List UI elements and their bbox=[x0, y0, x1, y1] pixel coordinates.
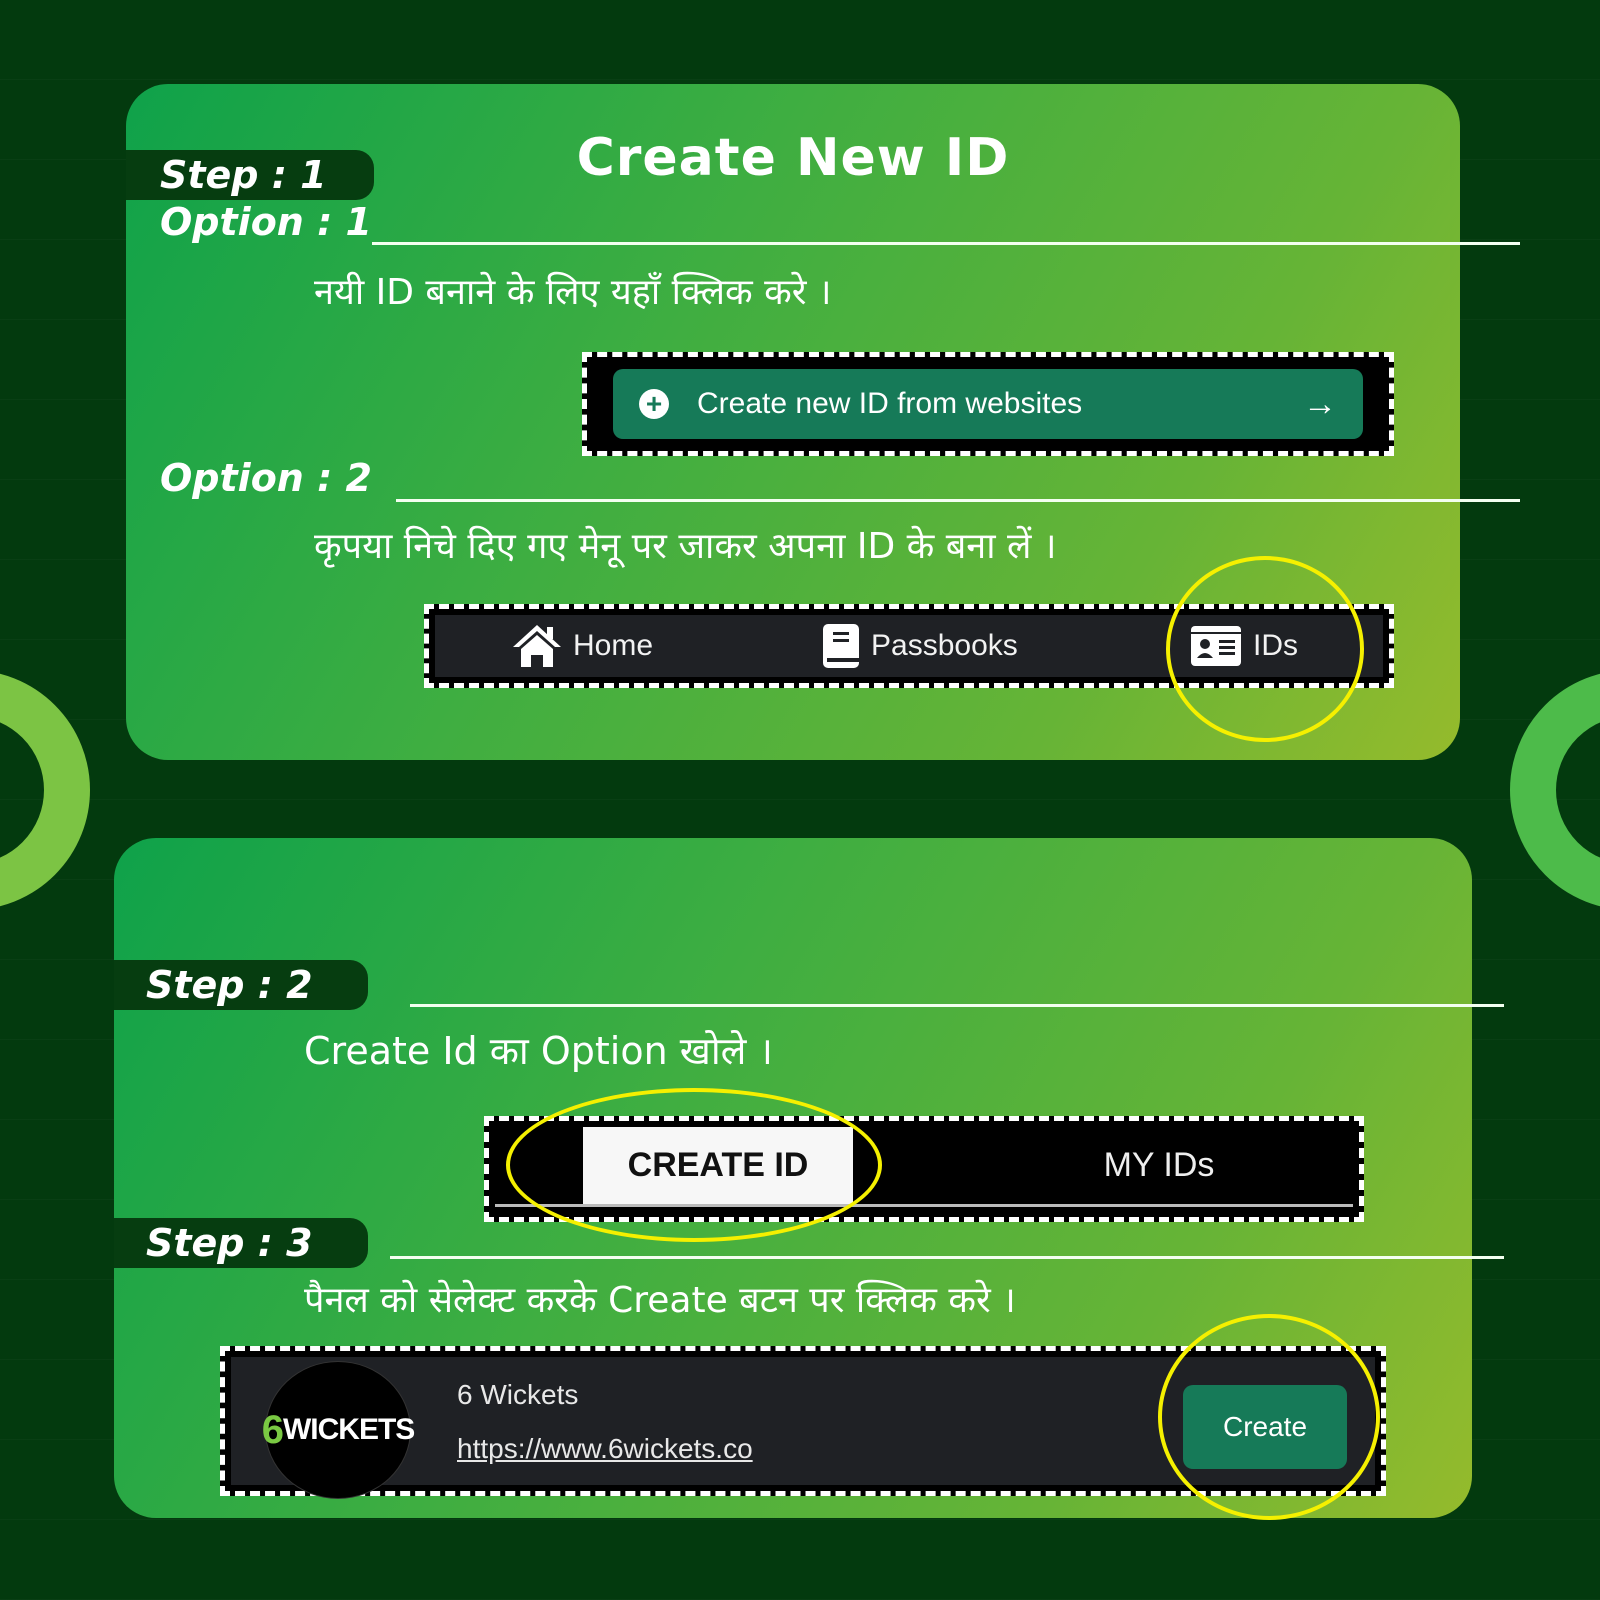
step2-instruction: Create Id का Option खोले । bbox=[304, 1029, 773, 1073]
tab-my-ids[interactable]: MY IDs bbox=[1103, 1146, 1215, 1184]
step1-pill: Step : 1 bbox=[126, 150, 374, 200]
nav-label-home: Home bbox=[573, 629, 654, 662]
step3-instruction: पैनल को सेलेक्ट करके Create बटन पर क्लिक… bbox=[304, 1280, 1016, 1321]
plus-circle-icon: + bbox=[639, 389, 669, 419]
nav-label-ids: IDs bbox=[1253, 629, 1298, 662]
bottom-nav: Home Passbooks bbox=[435, 615, 1383, 677]
panel-frame: 6 WICKETS 6 Wickets https://www.6wickets… bbox=[220, 1346, 1386, 1499]
create-button[interactable]: Create bbox=[1183, 1385, 1347, 1469]
option1-frame: + Create new ID from websites → bbox=[582, 352, 1394, 456]
nav-item-ids[interactable]: IDs bbox=[1189, 624, 1298, 668]
nav-item-passbooks[interactable]: Passbooks bbox=[821, 622, 1018, 670]
decorative-ring-left bbox=[0, 670, 90, 910]
step2-pill: Step : 2 bbox=[114, 960, 368, 1010]
option1-label: Option : 1 bbox=[160, 200, 372, 244]
id-tabs: CREATE ID MY IDs bbox=[495, 1127, 1353, 1207]
site-name: 6 Wickets bbox=[457, 1379, 579, 1410]
arrow-right-icon: → bbox=[1303, 384, 1337, 423]
create-new-id-from-websites-button[interactable]: + Create new ID from websites → bbox=[613, 369, 1363, 439]
step2-3-card: Step : 2 Create Id का Option खोले । CREA… bbox=[114, 838, 1504, 1520]
website-panel[interactable]: 6 WICKETS 6 Wickets https://www.6wickets… bbox=[231, 1357, 1375, 1499]
option1-instruction: नयी ID बनाने के लिए यहाँ क्लिक करे । bbox=[314, 272, 832, 313]
page-title: Create New ID bbox=[576, 128, 1010, 188]
tab-create-id[interactable]: CREATE ID bbox=[583, 1127, 853, 1204]
step3-pill: Step : 3 bbox=[114, 1218, 368, 1268]
6wickets-logo: 6 WICKETS bbox=[262, 1361, 415, 1499]
nav-item-home[interactable]: Home bbox=[511, 623, 653, 669]
option2-instruction: कृपया निचे दिए गए मेनू पर जाकर अपना ID क… bbox=[314, 526, 1057, 567]
step1-card: Create New ID Step : 1 Option : 1 नयी ID… bbox=[126, 84, 1520, 760]
decorative-ring-right bbox=[1510, 670, 1600, 910]
site-url-link[interactable]: https://www.6wickets.co bbox=[457, 1433, 753, 1464]
home-icon bbox=[513, 625, 561, 667]
divider bbox=[390, 1256, 1504, 1259]
option2-label: Option : 2 bbox=[160, 456, 372, 500]
bottom-nav-frame: Home Passbooks bbox=[424, 604, 1394, 688]
divider bbox=[410, 1004, 1504, 1007]
id-card-icon bbox=[1191, 626, 1241, 666]
book-icon bbox=[823, 624, 859, 668]
divider bbox=[372, 242, 1520, 245]
nav-label-passbooks: Passbooks bbox=[871, 629, 1018, 662]
divider bbox=[396, 499, 1520, 502]
button-label: Create new ID from websites bbox=[697, 387, 1083, 420]
tabs-frame: CREATE ID MY IDs bbox=[484, 1116, 1364, 1222]
